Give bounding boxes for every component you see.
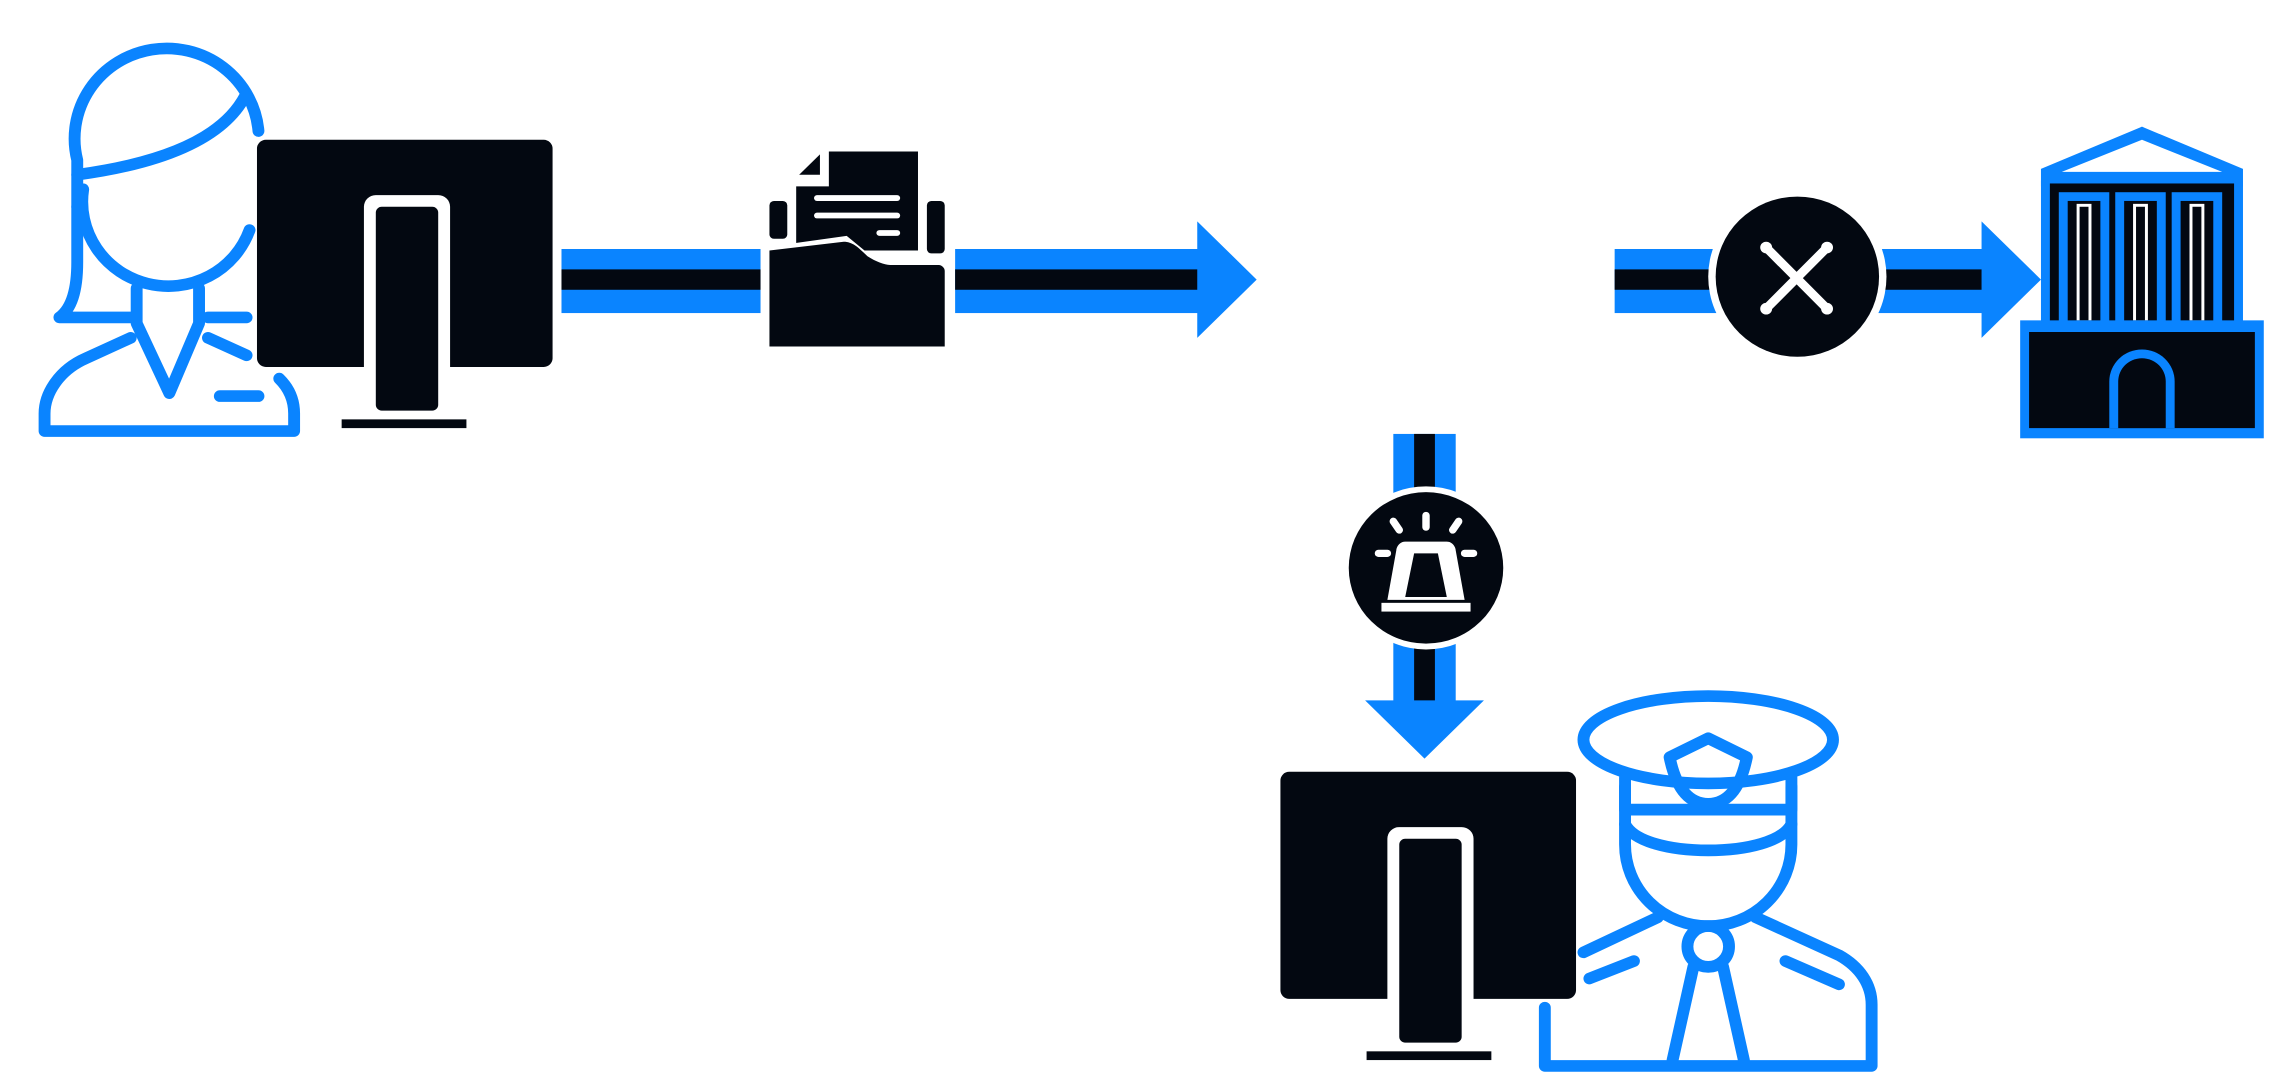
x-circle-icon xyxy=(1708,189,1887,365)
arrow-documents-right xyxy=(955,221,1257,338)
bank-building-icon xyxy=(2020,126,2264,439)
computer-monitor-icon xyxy=(256,139,553,429)
document-folder-icon xyxy=(763,151,951,350)
connector-user-to-documents xyxy=(561,249,761,314)
siren-icon xyxy=(1342,486,1510,650)
user-woman-icon xyxy=(38,42,301,437)
computer-monitor-icon-police xyxy=(1280,771,1577,1061)
police-officer-icon xyxy=(1538,690,1878,1072)
